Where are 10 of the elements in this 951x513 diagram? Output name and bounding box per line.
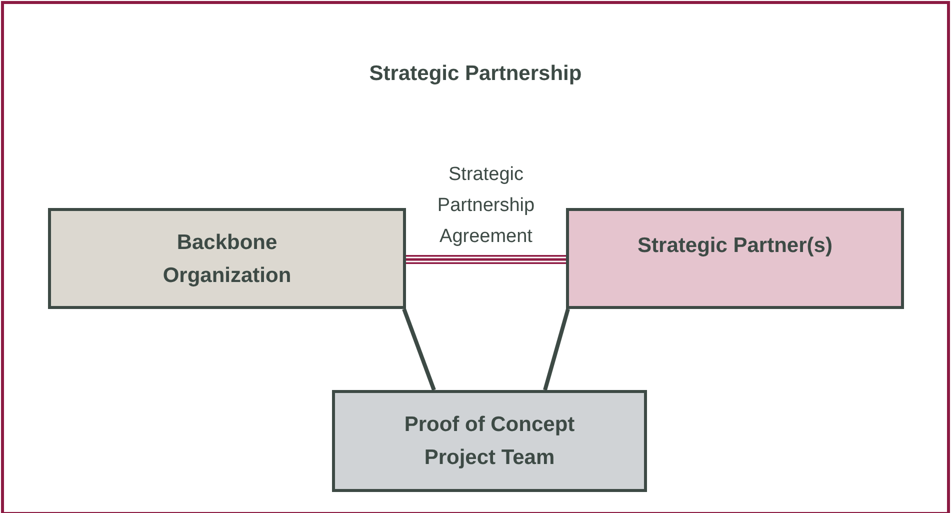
node-label: Backbone Organization xyxy=(162,230,292,288)
connector-line xyxy=(406,255,566,264)
diagram-title: Strategic Partnership xyxy=(368,62,583,86)
organization-box xyxy=(566,208,904,309)
organization-box xyxy=(48,208,406,309)
node-label: Proof of Concept Project Team xyxy=(403,412,576,471)
node-label: Strategic Partner(s) xyxy=(638,233,832,259)
connector-line xyxy=(402,308,436,391)
organization-box xyxy=(332,390,647,492)
connector-line xyxy=(543,308,570,391)
